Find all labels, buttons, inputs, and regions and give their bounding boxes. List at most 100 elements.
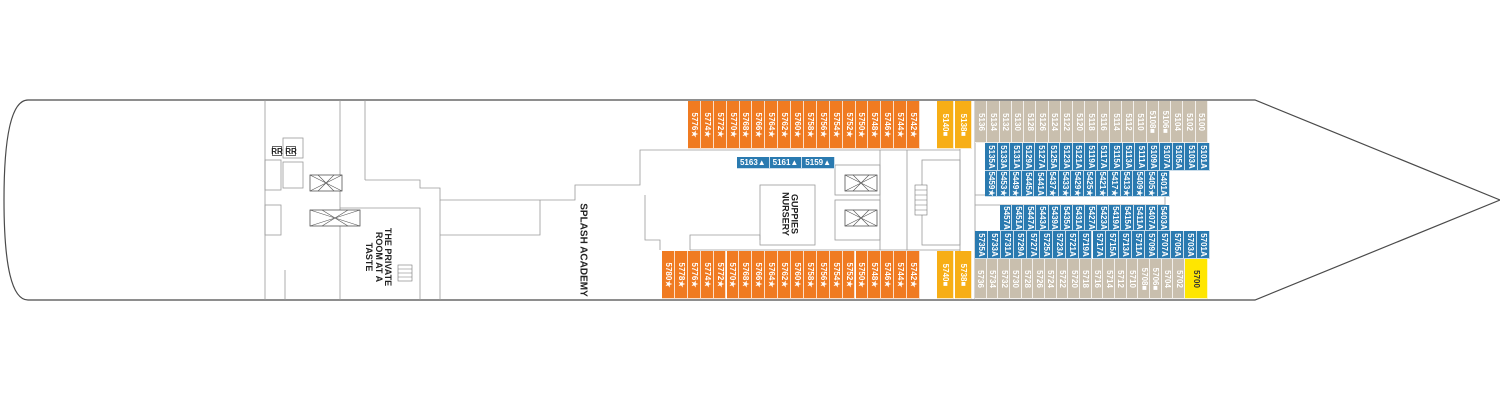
cabin-5738[interactable]: 5738■ [955,251,972,299]
cabin-5121A[interactable]: 5121A [1072,143,1085,171]
cabin-5409[interactable]: 5409★ [1133,171,1146,197]
cabin-5119A[interactable]: 5119A [1085,143,1098,171]
cabin-5732[interactable]: 5732 [998,259,1010,299]
cabin-5766[interactable]: 5766★ [752,101,766,149]
cabin-5706[interactable]: 5706■ [1150,259,1162,299]
cabin-5132[interactable]: 5132 [999,101,1012,143]
cabin-5715A[interactable]: 5715A [1105,231,1119,259]
cabin-5719A[interactable]: 5719A [1079,231,1093,259]
cabin-5742[interactable]: 5742★ [907,101,920,149]
cabin-5457A[interactable]: 5457A [1000,205,1013,231]
cabin-5413[interactable]: 5413★ [1120,171,1133,197]
cabin-5731A[interactable]: 5731A [1001,231,1015,259]
cabin-5712[interactable]: 5712 [1115,259,1127,299]
cabin-5754[interactable]: 5754★ [829,251,843,299]
cabin-5724[interactable]: 5724 [1045,259,1057,299]
cabin-5113A[interactable]: 5113A [1122,143,1135,171]
cabin-5138[interactable]: 5138■ [955,101,972,149]
cabin-5756[interactable]: 5756★ [816,251,830,299]
cabin-5407A[interactable]: 5407A [1145,205,1158,231]
cabin-5729A[interactable]: 5729A [1014,231,1028,259]
cabin-5128[interactable]: 5128 [1024,101,1037,143]
cabin-5163[interactable]: 5163▲ [737,157,770,169]
cabin-5443A[interactable]: 5443A [1036,205,1049,231]
cabin-5135A[interactable]: 5135A [985,143,998,171]
cabin-5441A[interactable]: 5441A [1034,171,1047,197]
cabin-5133A[interactable]: 5133A [997,143,1010,171]
cabin-5447A[interactable]: 5447A [1024,205,1037,231]
cabin-5439A[interactable]: 5439A [1048,205,1061,231]
cabin-5131A[interactable]: 5131A [1010,143,1023,171]
cabin-5762[interactable]: 5762★ [778,101,792,149]
cabin-5780[interactable]: 5780★ [662,251,675,299]
cabin-5748[interactable]: 5748★ [868,101,882,149]
cabin-5437[interactable]: 5437★ [1046,171,1059,197]
cabin-5103A[interactable]: 5103A [1185,143,1198,171]
cabin-5708[interactable]: 5708■ [1138,259,1150,299]
cabin-5770[interactable]: 5770★ [726,251,740,299]
cabin-5105A[interactable]: 5105A [1172,143,1185,171]
cabin-5108[interactable]: 5108■ [1146,101,1159,143]
cabin-5115A[interactable]: 5115A [1110,143,1123,171]
cabin-5130[interactable]: 5130 [1011,101,1025,143]
cabin-5752[interactable]: 5752★ [842,251,856,299]
cabin-5711A[interactable]: 5711A [1131,231,1145,259]
cabin-5717A[interactable]: 5717A [1092,231,1106,259]
cabin-5774[interactable]: 5774★ [700,251,714,299]
cabin-5760[interactable]: 5760★ [791,101,804,149]
cabin-5118[interactable]: 5118 [1085,101,1098,143]
cabin-5116[interactable]: 5116 [1097,101,1110,143]
cabin-5727A[interactable]: 5727A [1027,231,1041,259]
cabin-5100[interactable]: 5100 [1195,101,1208,143]
cabin-5453[interactable]: 5453★ [997,171,1010,197]
cabin-5723A[interactable]: 5723A [1053,231,1067,259]
cabin-5427A[interactable]: 5427A [1085,205,1098,231]
cabin-5758[interactable]: 5758★ [804,101,817,149]
cabin-5120[interactable]: 5120 [1073,101,1086,143]
cabin-5104[interactable]: 5104 [1171,101,1184,143]
cabin-5714[interactable]: 5714 [1103,259,1115,299]
cabin-5746[interactable]: 5746★ [881,101,895,149]
cabin-5159[interactable]: 5159▲ [802,157,835,169]
cabin-5106[interactable]: 5106■ [1158,101,1172,143]
cabin-5778[interactable]: 5778★ [674,251,688,299]
cabin-5122[interactable]: 5122 [1060,101,1074,143]
cabin-5740[interactable]: 5740■ [937,251,954,299]
cabin-5435A[interactable]: 5435A [1060,205,1073,231]
cabin-5756[interactable]: 5756★ [816,101,830,149]
cabin-5764[interactable]: 5764★ [765,251,779,299]
cabin-5750[interactable]: 5750★ [855,101,869,149]
cabin-5702[interactable]: 5702 [1173,259,1185,299]
cabin-5127A[interactable]: 5127A [1035,143,1048,171]
cabin-5718[interactable]: 5718 [1080,259,1092,299]
cabin-5431A[interactable]: 5431A [1072,205,1085,231]
cabin-5117A[interactable]: 5117A [1097,143,1110,171]
cabin-5709A[interactable]: 5709A [1144,231,1158,259]
cabin-5776[interactable]: 5776★ [688,101,701,149]
cabin-5403A[interactable]: 5403A [1157,205,1170,231]
cabin-5134[interactable]: 5134 [987,101,1000,143]
cabin-5772[interactable]: 5772★ [713,101,727,149]
cabin-5744[interactable]: 5744★ [894,101,908,149]
cabin-5768[interactable]: 5768★ [739,251,753,299]
cabin-5433[interactable]: 5433★ [1059,171,1072,197]
cabin-5705A[interactable]: 5705A [1170,231,1184,259]
cabin-5126[interactable]: 5126 [1036,101,1049,143]
cabin-5721A[interactable]: 5721A [1066,231,1080,259]
cabin-5425[interactable]: 5425★ [1083,171,1096,197]
cabin-5136[interactable]: 5136 [975,101,988,143]
cabin-5725A[interactable]: 5725A [1040,231,1054,259]
cabin-5772[interactable]: 5772★ [713,251,727,299]
cabin-5752[interactable]: 5752★ [842,101,856,149]
cabin-5770[interactable]: 5770★ [726,101,740,149]
cabin-5110[interactable]: 5110 [1134,101,1147,143]
cabin-5736[interactable]: 5736 [975,259,987,299]
cabin-5123A[interactable]: 5123A [1060,143,1073,171]
cabin-5459[interactable]: 5459★ [985,171,998,197]
cabin-5707A[interactable]: 5707A [1157,231,1171,259]
cabin-5112[interactable]: 5112 [1122,101,1135,143]
cabin-5107A[interactable]: 5107A [1160,143,1173,171]
cabin-5401A[interactable]: 5401A [1157,171,1170,197]
cabin-5762[interactable]: 5762★ [778,251,791,299]
cabin-5754[interactable]: 5754★ [829,101,843,149]
